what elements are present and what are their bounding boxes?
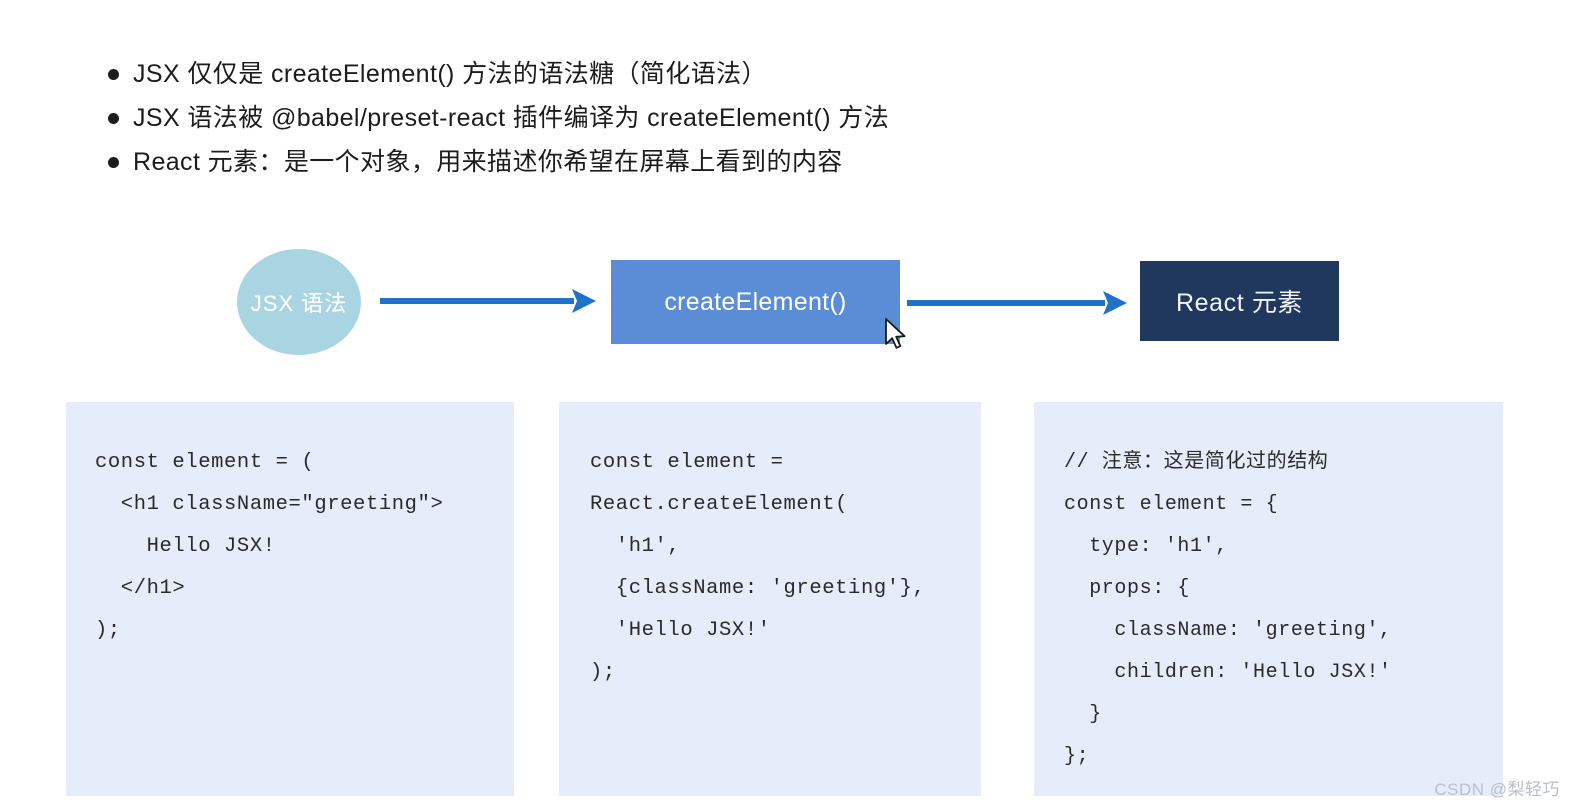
bullet-list: JSX 仅仅是 createElement() 方法的语法糖（简化语法） JSX… <box>108 56 1508 188</box>
mouse-cursor-icon <box>885 318 906 349</box>
bullet-text: JSX 仅仅是 createElement() 方法的语法糖（简化语法） <box>133 60 767 88</box>
list-item: JSX 语法被 @babel/preset-react 插件编译为 create… <box>108 100 1508 144</box>
code-text: // 注意：这是简化过的结构 const element = { type: '… <box>1064 451 1392 768</box>
bullet-dot-icon <box>108 157 119 168</box>
code-block-react-element-object: // 注意：这是简化过的结构 const element = { type: '… <box>1034 402 1503 796</box>
diagram-node-createelement: createElement() <box>611 260 900 344</box>
diagram-node-jsx-label: JSX 语法 <box>250 291 348 316</box>
diagram-node-createelement-label: createElement() <box>664 287 847 316</box>
diagram-node-reactelement-label: React 元素 <box>1175 289 1304 317</box>
list-item: React 元素：是一个对象，用来描述你希望在屏幕上看到的内容 <box>108 144 1508 188</box>
diagram-arrow-jsx-to-createelement <box>380 289 596 313</box>
diagram-arrow-createelement-to-reactelement <box>907 291 1127 315</box>
code-text: const element = ( <h1 className="greetin… <box>95 451 444 642</box>
diagram-node-jsx: JSX 语法 <box>237 249 361 355</box>
watermark: CSDN @梨轻巧 <box>1434 780 1560 799</box>
code-block-createelement-call: const element = React.createElement( 'h1… <box>559 402 981 796</box>
bullet-dot-icon <box>108 113 119 124</box>
diagram-node-reactelement: React 元素 <box>1140 261 1339 341</box>
bullet-text: React 元素：是一个对象，用来描述你希望在屏幕上看到的内容 <box>133 148 843 176</box>
code-block-jsx-source: const element = ( <h1 className="greetin… <box>66 402 514 796</box>
bullet-text: JSX 语法被 @babel/preset-react 插件编译为 create… <box>133 104 890 132</box>
bullet-dot-icon <box>108 69 119 80</box>
code-text: const element = React.createElement( 'h1… <box>590 451 926 684</box>
list-item: JSX 仅仅是 createElement() 方法的语法糖（简化语法） <box>108 56 1508 100</box>
